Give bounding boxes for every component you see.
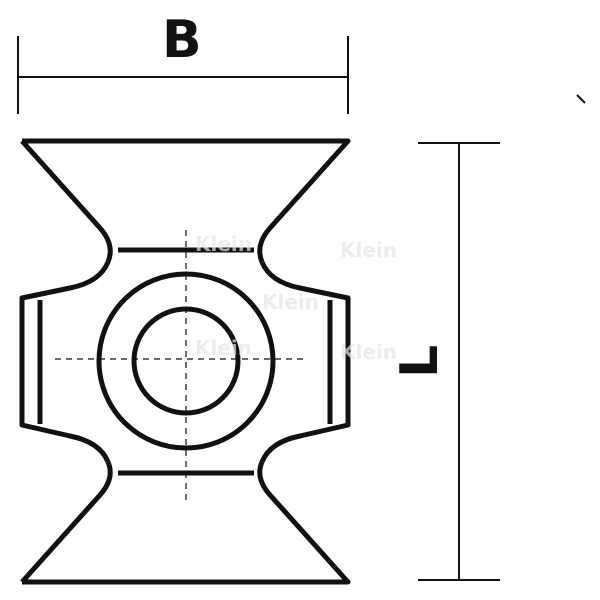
dimension-l-label: L (390, 344, 450, 378)
right-side-lobe (259, 260, 351, 464)
bottom-cutting-edge-left (20, 460, 113, 584)
watermark-logo: Klein (340, 238, 398, 262)
top-cutting-edge-right (22, 138, 351, 263)
dimension-b-label: B (162, 10, 202, 70)
corner-tick (576, 94, 586, 104)
bottom-cutting-edge-right (22, 460, 351, 585)
dimension-l (418, 142, 500, 581)
watermark-logo: Klein (195, 232, 253, 256)
dimension-b (17, 36, 349, 114)
watermark-logo: Klein (262, 290, 320, 314)
top-cutting-edge-left (20, 139, 113, 263)
watermark-logo: Klein (195, 336, 253, 360)
left-side-lobe (19, 260, 111, 464)
center-lines (55, 230, 305, 500)
watermark-logo: Klein (340, 340, 398, 364)
insert-body (19, 138, 351, 585)
